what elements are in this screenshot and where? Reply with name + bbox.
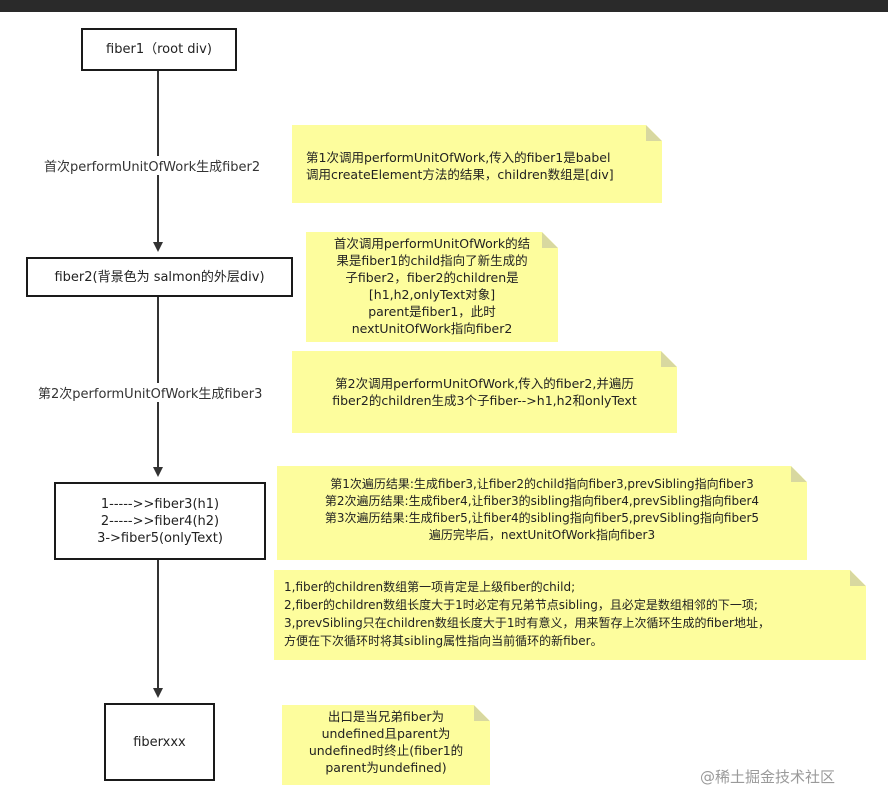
- node-fiberxxx: fiberxxx: [104, 703, 215, 781]
- node-fiberxxx-label: fiberxxx: [133, 734, 186, 750]
- edge-label-second-call: 第2次performUnitOfWork生成fiber3: [36, 383, 265, 402]
- note-first-call-line-1: 第1次调用performUnitOfWork,传入的fiber1是babel: [306, 150, 611, 165]
- note-exit-line-2: undefined且parent为: [321, 726, 451, 741]
- watermark: @稀土掘金技术社区: [700, 768, 836, 786]
- note-second-call-line-1: 第2次调用performUnitOfWork,传入的fiber2,并遍历: [335, 376, 634, 391]
- node-fiber345-line-1: 1----->>fiber3(h1): [100, 496, 220, 512]
- note-second-call-line-2: fiber2的children生成3个子fiber-->h1,h2和onlyTe…: [332, 393, 637, 408]
- node-fiber2-label: fiber2(背景色为 salmon的外层div): [54, 269, 265, 285]
- note-exit-line-1: 出口是当兄弟fiber为: [327, 709, 445, 724]
- node-fiber345: 1----->>fiber3(h1) 2----->>fiber4(h2) 3-…: [54, 482, 266, 560]
- note-rules-line-4: 方便在下次循环时将其sibling属性指向当前循环的新fiber。: [284, 634, 603, 648]
- note-first-result-line-6: nextUnitOfWork指向fiber2: [351, 321, 513, 336]
- note-first-call: 第1次调用performUnitOfWork,传入的fiber1是babel 调…: [292, 125, 662, 203]
- note-iterations-line-1: 第1次遍历结果:生成fiber3,让fiber2的child指向fiber3,p…: [330, 477, 754, 491]
- note-first-result-line-5: parent是fiber1，此时: [368, 304, 496, 319]
- edge-label-first-call: 首次performUnitOfWork生成fiber2: [42, 156, 263, 175]
- note-iterations-line-3: 第3次遍历结果:生成fiber5,让fiber4的sibling指向fiber5…: [324, 511, 760, 525]
- note-rules-line-1: 1,fiber的children数组第一项肯定是上级fiber的child;: [284, 580, 576, 594]
- node-fiber345-line-3: 3->fiber5(onlyText): [97, 530, 223, 546]
- top-bar: [0, 0, 888, 12]
- note-first-result-line-3: 子fiber2，fiber2的children是: [345, 270, 519, 285]
- note-second-call: 第2次调用performUnitOfWork,传入的fiber2,并遍历 fib…: [292, 351, 677, 433]
- note-rules-line-2: 2,fiber的children数组长度大于1时必定有兄弟节点sibling，且…: [284, 598, 758, 612]
- node-fiber1: fiber1（root div): [81, 28, 237, 71]
- node-fiber345-line-2: 2----->>fiber4(h2): [100, 513, 220, 529]
- note-first-result: 首次调用performUnitOfWork的结 果是fiber1的child指向…: [306, 232, 558, 342]
- note-rules-line-3: 3,prevSibling只在children数组长度大于1时有意义，用来暂存上…: [284, 616, 770, 630]
- note-exit-line-4: parent为undefined): [325, 760, 447, 775]
- note-iterations: 第1次遍历结果:生成fiber3,让fiber2的child指向fiber3,p…: [277, 466, 807, 560]
- note-iterations-line-4: 遍历完毕后，nextUnitOfWork指向fiber3: [428, 528, 656, 542]
- note-first-result-line-2: 果是fiber1的child指向了新生成的: [336, 253, 528, 268]
- note-iterations-line-2: 第2次遍历结果:生成fiber4,让fiber3的sibling指向fiber4…: [324, 494, 760, 508]
- node-fiber2: fiber2(背景色为 salmon的外层div): [26, 257, 293, 297]
- note-rules: 1,fiber的children数组第一项肯定是上级fiber的child; 2…: [274, 570, 866, 660]
- note-first-call-line-2: 调用createElement方法的结果，children数组是[div]: [306, 167, 614, 182]
- note-exit-line-3: undefined时终止(fiber1的: [308, 743, 464, 758]
- note-first-result-line-4: [h1,h2,onlyText对象]: [368, 287, 496, 302]
- note-first-result-line-1: 首次调用performUnitOfWork的结: [333, 236, 531, 251]
- note-exit: 出口是当兄弟fiber为 undefined且parent为 undefined…: [282, 705, 490, 785]
- node-fiber1-label: fiber1（root div): [106, 42, 212, 57]
